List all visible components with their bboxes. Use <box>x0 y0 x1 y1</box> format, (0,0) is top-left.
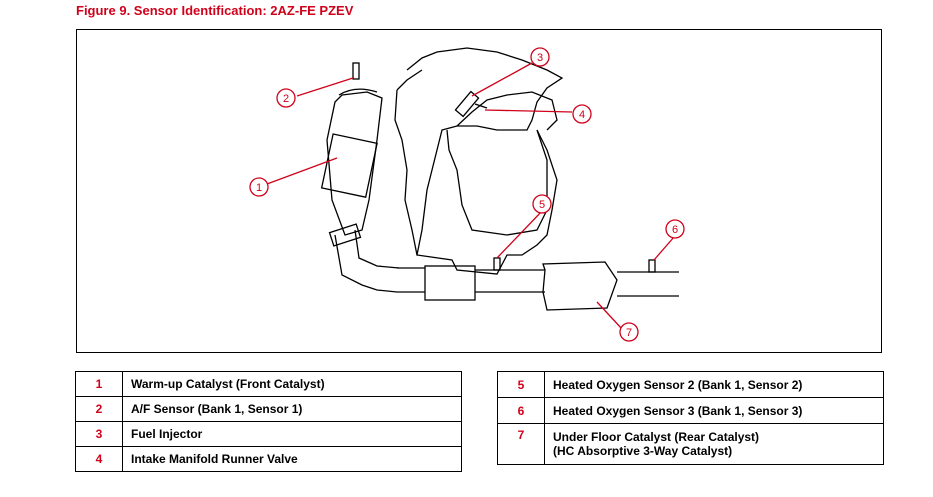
rear-catalyst <box>542 261 618 311</box>
leader-1 <box>266 157 338 185</box>
callout-7-circle <box>619 322 639 342</box>
engine-block <box>406 47 564 275</box>
manifold-lip <box>338 88 378 96</box>
intake-manifold <box>456 91 558 131</box>
legend-label: Heated Oxygen Sensor 2 (Bank 1, Sensor 2… <box>544 371 884 398</box>
legend-number: 6 <box>497 397 545 424</box>
legend-row: 5 Heated Oxygen Sensor 2 (Bank 1, Sensor… <box>497 371 884 398</box>
legend-number: 3 <box>75 421 123 447</box>
leader-6 <box>653 236 675 261</box>
callout-4-label: 4 <box>579 109 585 121</box>
flex-joint <box>328 223 362 247</box>
injector-line <box>474 103 488 109</box>
exhaust-manifold <box>326 91 383 236</box>
callout-2-circle <box>276 88 296 108</box>
callout-3-circle <box>530 47 550 67</box>
legend-row: 4 Intake Manifold Runner Valve <box>75 446 462 472</box>
legend-label: Warm-up Catalyst (Front Catalyst) <box>122 371 462 397</box>
down-pipe-upper <box>334 234 398 293</box>
legend-row: 2 A/F Sensor (Bank 1, Sensor 1) <box>75 396 462 422</box>
legend-label: A/F Sensor (Bank 1, Sensor 1) <box>122 396 462 422</box>
intake-plenum <box>446 129 548 236</box>
callout-6-label: 6 <box>672 224 678 236</box>
figure-title: Figure 9. Sensor Identification: 2AZ-FE … <box>76 3 354 18</box>
legend-row: 3 Fuel Injector <box>75 421 462 447</box>
ho2s-2-sensor <box>493 257 501 271</box>
legend-label: Fuel Injector <box>122 421 462 447</box>
ho2s-3-sensor <box>648 259 656 273</box>
callout-6-circle <box>665 219 685 239</box>
legend-row: 7 Under Floor Catalyst (Rear Catalyst) (… <box>497 423 884 465</box>
legend-number: 5 <box>497 371 545 398</box>
engine-head <box>394 69 423 256</box>
legend-number: 1 <box>75 371 123 397</box>
legend-number: 2 <box>75 396 123 422</box>
callout-5-circle <box>532 194 552 214</box>
legend-label-multiline: Under Floor Catalyst (Rear Catalyst) (HC… <box>544 423 884 465</box>
legend-table-left: 1 Warm-up Catalyst (Front Catalyst) 2 A/… <box>75 371 462 472</box>
legend-table-right: 5 Heated Oxygen Sensor 2 (Bank 1, Sensor… <box>497 371 884 465</box>
legend-label: Under Floor Catalyst (Rear Catalyst) <box>553 430 760 444</box>
callout-1-label: 1 <box>256 182 262 194</box>
front-catalyst-body <box>320 133 378 198</box>
callout-1-circle <box>249 177 269 197</box>
af-sensor <box>352 62 360 80</box>
down-pipe-lower <box>354 229 400 269</box>
callout-5-label: 5 <box>539 199 545 211</box>
legend-label-secondary: (HC Absorptive 3-Way Catalyst) <box>553 444 733 458</box>
leader-7 <box>596 301 623 330</box>
leader-2 <box>296 77 354 97</box>
legend-label: Intake Manifold Runner Valve <box>122 446 462 472</box>
legend-number: 7 <box>497 423 545 465</box>
callout-4-circle <box>572 104 592 124</box>
diagram-panel: 1 2 3 4 5 6 7 <box>76 29 882 353</box>
leader-4 <box>484 109 573 113</box>
callout-3-label: 3 <box>537 52 543 64</box>
legend-label: Heated Oxygen Sensor 3 (Bank 1, Sensor 3… <box>544 397 884 424</box>
legend-row: 6 Heated Oxygen Sensor 3 (Bank 1, Sensor… <box>497 397 884 424</box>
exhaust-system-diagram: 1 2 3 4 5 6 7 <box>249 47 685 342</box>
callout-2-label: 2 <box>283 93 289 105</box>
legend-number: 4 <box>75 446 123 472</box>
leader-3 <box>471 62 533 97</box>
front-pipe-sleeve <box>424 265 476 301</box>
callout-7-label: 7 <box>626 327 632 339</box>
legend-row: 1 Warm-up Catalyst (Front Catalyst) <box>75 371 462 397</box>
leader-5 <box>496 209 544 259</box>
